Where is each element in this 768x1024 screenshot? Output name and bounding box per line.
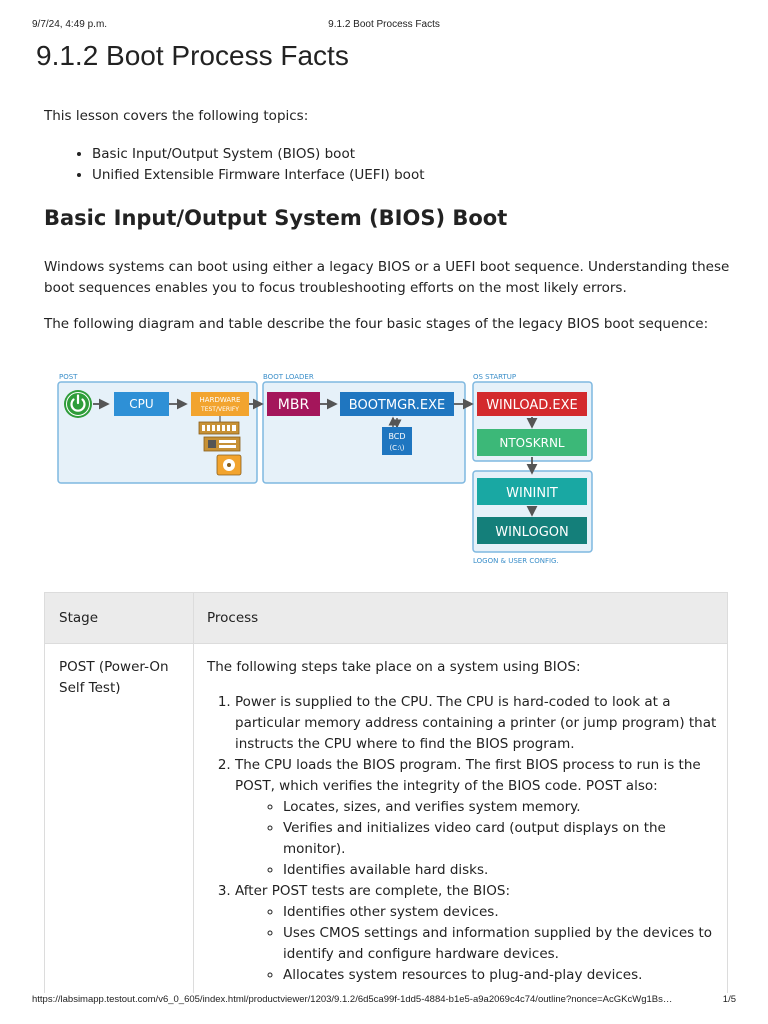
step-item: Power is supplied to the CPU. The CPU is… — [235, 692, 717, 755]
motherboard-icon — [198, 421, 240, 435]
hardware-label: HARDWARE — [200, 396, 241, 404]
ntoskrnl-box — [477, 429, 587, 456]
bcd-sublabel: (C:\) — [389, 444, 404, 452]
expansion-card-icon — [203, 436, 241, 452]
bcd-box — [382, 427, 412, 455]
mbr-box — [267, 392, 320, 416]
substep-item: Locates, sizes, and verifies system memo… — [283, 797, 717, 818]
ntoskrnl-label: NTOSKRNL — [499, 436, 565, 450]
topic-list: Basic Input/Output System (BIOS) boot Un… — [74, 144, 425, 186]
substep-item: Uses CMOS settings and information suppl… — [283, 923, 717, 965]
cpu-label: CPU — [129, 397, 153, 411]
wininit-box — [477, 478, 587, 505]
group-label-os-startup: OS STARTUP — [473, 373, 516, 381]
bootmgr-box — [340, 392, 454, 416]
hardware-sublabel: TEST/VERIFY — [200, 406, 239, 413]
winload-box — [477, 392, 587, 416]
step-text: The CPU loads the BIOS program. The firs… — [235, 757, 701, 794]
substep-list: Locates, sizes, and verifies system memo… — [235, 797, 717, 881]
stage-post: POST (Power-On Self Test) — [59, 659, 169, 696]
boot-sequence-diagram: POST BOOT LOADER OS STARTUP LOGON & USER… — [57, 373, 593, 565]
table-divider — [45, 643, 727, 644]
print-date: 9/7/24, 4:49 p.m. — [32, 19, 108, 30]
group-label-boot-loader: BOOT LOADER — [263, 373, 314, 381]
substep-item: Identifies available hard disks. — [283, 860, 717, 881]
topic-item: Unified Extensible Firmware Interface (U… — [92, 165, 425, 186]
winlogon-label: WINLOGON — [495, 525, 568, 540]
step-item: After POST tests are complete, the BIOS:… — [235, 881, 717, 986]
power-icon — [64, 390, 92, 418]
step-text: After POST tests are complete, the BIOS: — [235, 883, 511, 899]
step-item: The CPU loads the BIOS program. The firs… — [235, 755, 717, 881]
section-title: Basic Input/Output System (BIOS) Boot — [44, 206, 508, 230]
header-process: Process — [207, 610, 259, 626]
intro-text: This lesson covers the following topics: — [44, 108, 309, 124]
print-title: 9.1.2 Boot Process Facts — [328, 19, 440, 30]
paragraph-boot-sequences: Windows systems can boot using either a … — [44, 259, 730, 296]
wininit-label: WININIT — [506, 486, 558, 501]
process-intro: The following steps take place on a syst… — [207, 659, 581, 675]
paragraph-diagram-intro: The following diagram and table describe… — [44, 316, 709, 332]
bootmgr-label: BOOTMGR.EXE — [349, 398, 445, 413]
winload-label: WINLOAD.EXE — [486, 398, 578, 413]
print-header: 9/7/24, 4:49 p.m. 9.1.2 Boot Process Fac… — [32, 19, 736, 33]
hardware-box — [191, 392, 249, 416]
boot-stage-table: Stage Process POST (Power-On Self Test) … — [44, 592, 728, 993]
substep-list: Identifies other system devices. Uses CM… — [235, 902, 717, 986]
disk-icon — [216, 454, 242, 476]
topic-item: Basic Input/Output System (BIOS) boot — [92, 144, 425, 165]
bcd-label: BCD — [388, 432, 405, 441]
cpu-box — [114, 392, 169, 416]
group-label-logon: LOGON & USER CONFIG. — [473, 557, 559, 565]
step-text: Power is supplied to the CPU. The CPU is… — [235, 694, 717, 752]
print-footer: https://labsimapp.testout.com/v6_0_605/i… — [32, 994, 736, 1008]
print-url[interactable]: https://labsimapp.testout.com/v6_0_605/i… — [32, 994, 673, 1005]
page-title: 9.1.2 Boot Process Facts — [36, 40, 349, 71]
page-number: 1/5 — [722, 994, 736, 1005]
process-post: The following steps take place on a syst… — [207, 657, 717, 986]
table-header-row — [45, 593, 727, 643]
substep-item: Identifies other system devices. — [283, 902, 717, 923]
mbr-label: MBR — [278, 397, 310, 413]
group-label-post: POST — [59, 373, 78, 381]
substep-item: Verifies and initializes video card (out… — [283, 818, 717, 860]
substep-item: Allocates system resources to plug-and-p… — [283, 965, 717, 986]
table-column-divider — [193, 593, 194, 993]
header-stage: Stage — [59, 610, 99, 626]
winlogon-box — [477, 517, 587, 544]
process-steps: Power is supplied to the CPU. The CPU is… — [207, 692, 717, 986]
